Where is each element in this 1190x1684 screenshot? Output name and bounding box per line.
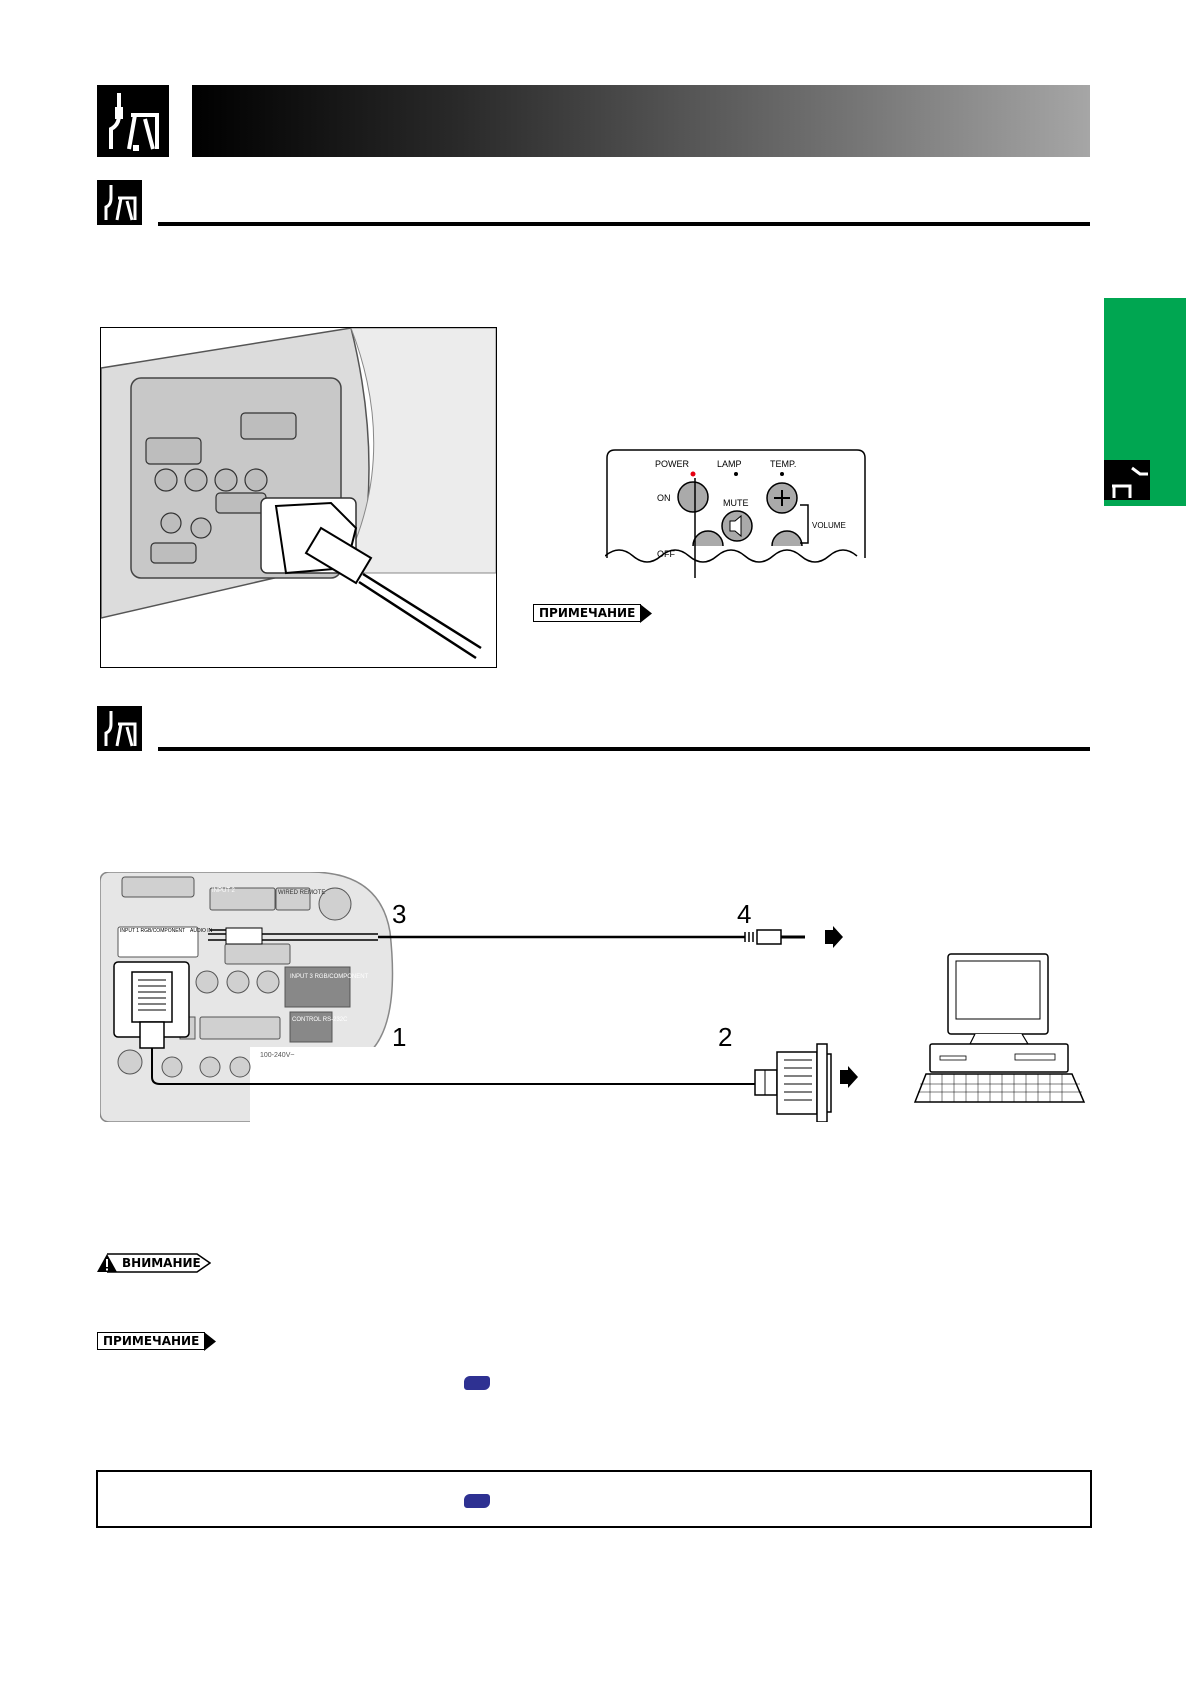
- warning-triangle-icon: [97, 1254, 117, 1272]
- audio-in-label: AUDIO IN: [190, 928, 213, 934]
- page-reference-marker[interactable]: [464, 1494, 490, 1508]
- power-label: POWER: [655, 459, 690, 469]
- connection-icon: [1104, 460, 1150, 500]
- caution-tag: ВНИМАНИЕ: [97, 1253, 211, 1273]
- label-4: 4: [737, 899, 752, 929]
- caution-label: ВНИМАНИЕ: [122, 1256, 201, 1270]
- temp-label: TEMP.: [770, 459, 797, 469]
- section-icon: [97, 706, 142, 751]
- input1-label: INPUT 1 RGB/COMPONENT: [120, 928, 186, 934]
- computer-connection-diagram: 1 2 3 4 INPUT 2 WIRED REMOTE INPUT 1 RGB…: [100, 872, 1090, 1122]
- arrow-icon: [640, 603, 653, 623]
- note-label: ПРИМЕЧАНИЕ: [533, 604, 642, 622]
- info-box: [96, 1470, 1092, 1528]
- label-3: 3: [392, 899, 407, 929]
- control-panel-diagram: POWER LAMP TEMP. ON OFF MUTE VOLUME: [604, 448, 867, 578]
- computer-icon: [913, 953, 1086, 1103]
- section-rule: [158, 222, 1090, 226]
- input3-label: INPUT 3 RGB/COMPONENT: [290, 974, 369, 980]
- on-label: ON: [657, 493, 671, 503]
- input2-label: INPUT 2: [212, 888, 235, 894]
- page-title-bar: [192, 85, 1090, 157]
- section-rule: [158, 747, 1090, 751]
- page-reference-marker[interactable]: [464, 1376, 490, 1390]
- off-label: OFF: [657, 549, 675, 559]
- voltage-label: 100-240V~: [260, 1052, 295, 1059]
- section-icon: [97, 180, 142, 225]
- note-tag: ПРИМЕЧАНИЕ: [97, 1331, 217, 1351]
- mute-label: MUTE: [723, 498, 749, 508]
- label-1: 1: [392, 1022, 407, 1052]
- note-tag: ПРИМЕЧАНИЕ: [533, 603, 653, 623]
- volume-label: VOLUME: [812, 521, 846, 530]
- lamp-label: LAMP: [717, 459, 742, 469]
- note-label: ПРИМЕЧАНИЕ: [97, 1332, 206, 1350]
- power-cord-diagram: [100, 327, 497, 668]
- arrow-icon: [204, 1331, 217, 1351]
- control-label: CONTROL RS-232C: [292, 1017, 348, 1023]
- connection-icon: [97, 85, 169, 157]
- label-2: 2: [718, 1022, 733, 1052]
- wired-remote-label: WIRED REMOTE: [278, 890, 326, 896]
